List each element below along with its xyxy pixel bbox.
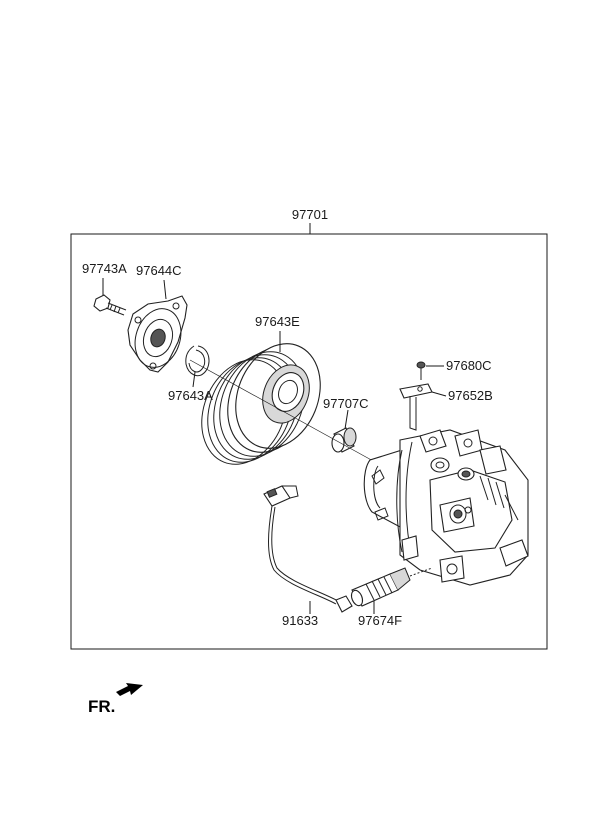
pulley-part [201,343,321,465]
bolt-label: 97743A [82,261,127,276]
snap-ring-part [185,345,210,377]
front-label: FR. [88,697,115,716]
coil-label: 97707C [323,396,369,411]
snap-ring-label: 97643A [168,388,213,403]
front-direction-indicator: FR. [88,683,143,716]
assembly-part-number: 97701 [292,207,328,222]
wire-harness-part [263,485,353,613]
clutch-hub-leader-line [163,279,167,300]
pulley-label: 97643E [255,314,300,329]
snap-ring-leader-line [192,371,196,388]
assembly-axis-line [189,359,376,463]
screw-label: 97680C [446,358,492,373]
bolt-part [93,294,127,316]
bracket-leader-line [431,391,447,397]
compressor-body [363,429,529,586]
screw-part [416,361,426,380]
clutch-hub-part [127,295,188,373]
bracket-part [399,383,433,431]
pressure-valve-part [350,567,433,607]
coil-leader-line [344,409,349,430]
assembly-frame [70,233,548,650]
front-arrow-icon [116,683,143,696]
wire-harness-label: 91633 [282,613,318,628]
coil-part [331,427,357,453]
clutch-hub-label: 97644C [136,263,182,278]
pressure-valve-label: 97674F [358,613,402,628]
bracket-label: 97652B [448,388,493,403]
